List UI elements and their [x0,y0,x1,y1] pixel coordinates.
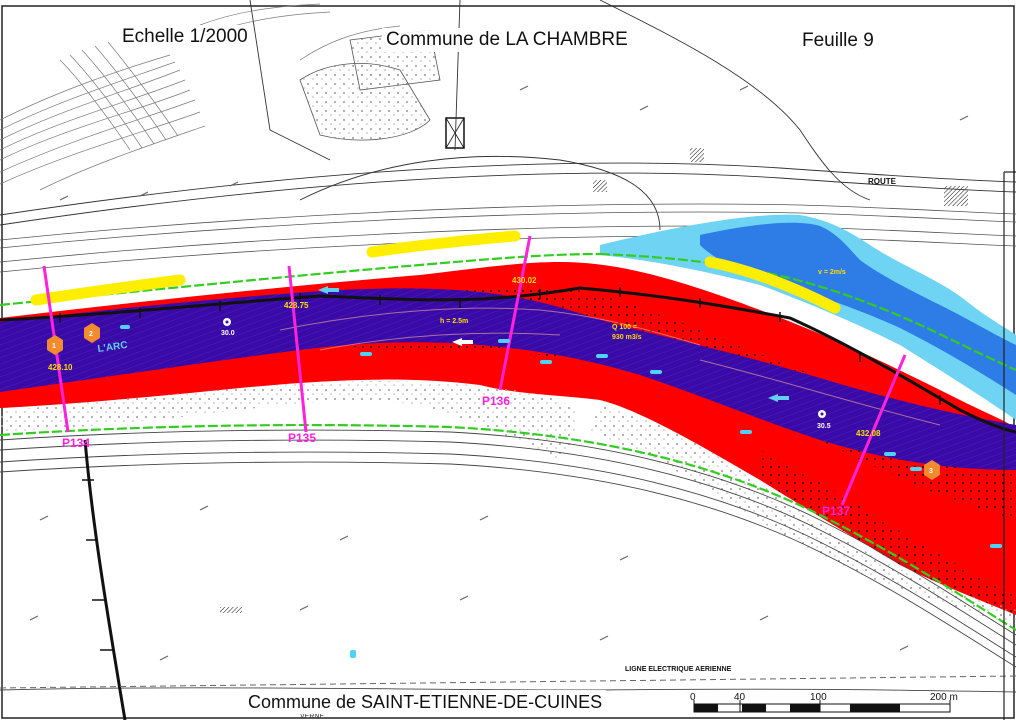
profile-p135-label: P135 [288,431,316,445]
levee-segments [30,230,841,314]
gravel-bank [0,381,577,460]
velocity-markers [120,325,1002,658]
flow-value: 930 m3/s [612,334,642,341]
flow-lines [279,307,941,426]
velocity-label: v = 2m/s [818,269,846,276]
profile-p134-label: P134 [62,436,90,450]
water-level-p137: 432.08 [856,429,881,438]
scale-label: Echelle 1/2000 [118,25,252,49]
low-hazard-zone-mid [700,222,1016,395]
svg-text:2: 2 [89,331,93,338]
flow-label: Q 100 = [612,324,637,331]
longitudinal-profile [0,286,1016,720]
road-label: ROUTE [868,177,897,186]
scale-tick-40: 40 [734,692,746,703]
survey-point-30-5: 30.5 [817,410,831,430]
bottom-road-label: VERNE [300,713,324,720]
sheet-label: Feuille 9 [798,29,878,53]
profile-p136-label: P136 [482,394,510,408]
bottom-road [0,429,1016,693]
river-name: L'ARC [97,340,128,355]
water-level-p135: 428.75 [284,301,309,310]
elevation-ticks [29,45,969,661]
water-level-p134: 428.10 [48,363,73,372]
low-hazard-zone-light [600,214,1016,420]
marker-2: 2 [84,323,100,343]
flow-arrows [318,286,789,402]
water-level-p136: 430.02 [512,276,537,285]
scale-bar: 0 40 100 200 m [690,692,958,713]
commune-top-label: Commune de LA CHAMBRE [382,28,632,52]
svg-text:30.0: 30.0 [221,330,235,337]
top-parcels [220,29,968,613]
commune-bottom-label: Commune de SAINT-ETIENNE-DE-CUINES [244,690,607,714]
scale-tick-100: 100 [810,692,827,703]
scale-tick-200: 200 m [930,692,958,703]
marker-3: 3 [924,460,940,480]
top-roads [0,0,1016,231]
hillside-contours [0,3,401,191]
svg-text:1: 1 [52,343,56,350]
scale-tick-0: 0 [690,692,696,703]
svg-text:30.5: 30.5 [817,423,831,430]
profile-p137-label: P137 [822,504,850,518]
depth-label: h = 2.5m [440,318,468,325]
marker-1: 1 [47,335,63,355]
svg-text:3: 3 [929,468,933,475]
power-line-label: LIGNE ELECTRIQUE AERIENNE [625,666,732,673]
survey-point-30-0: 30.0 [221,318,235,337]
